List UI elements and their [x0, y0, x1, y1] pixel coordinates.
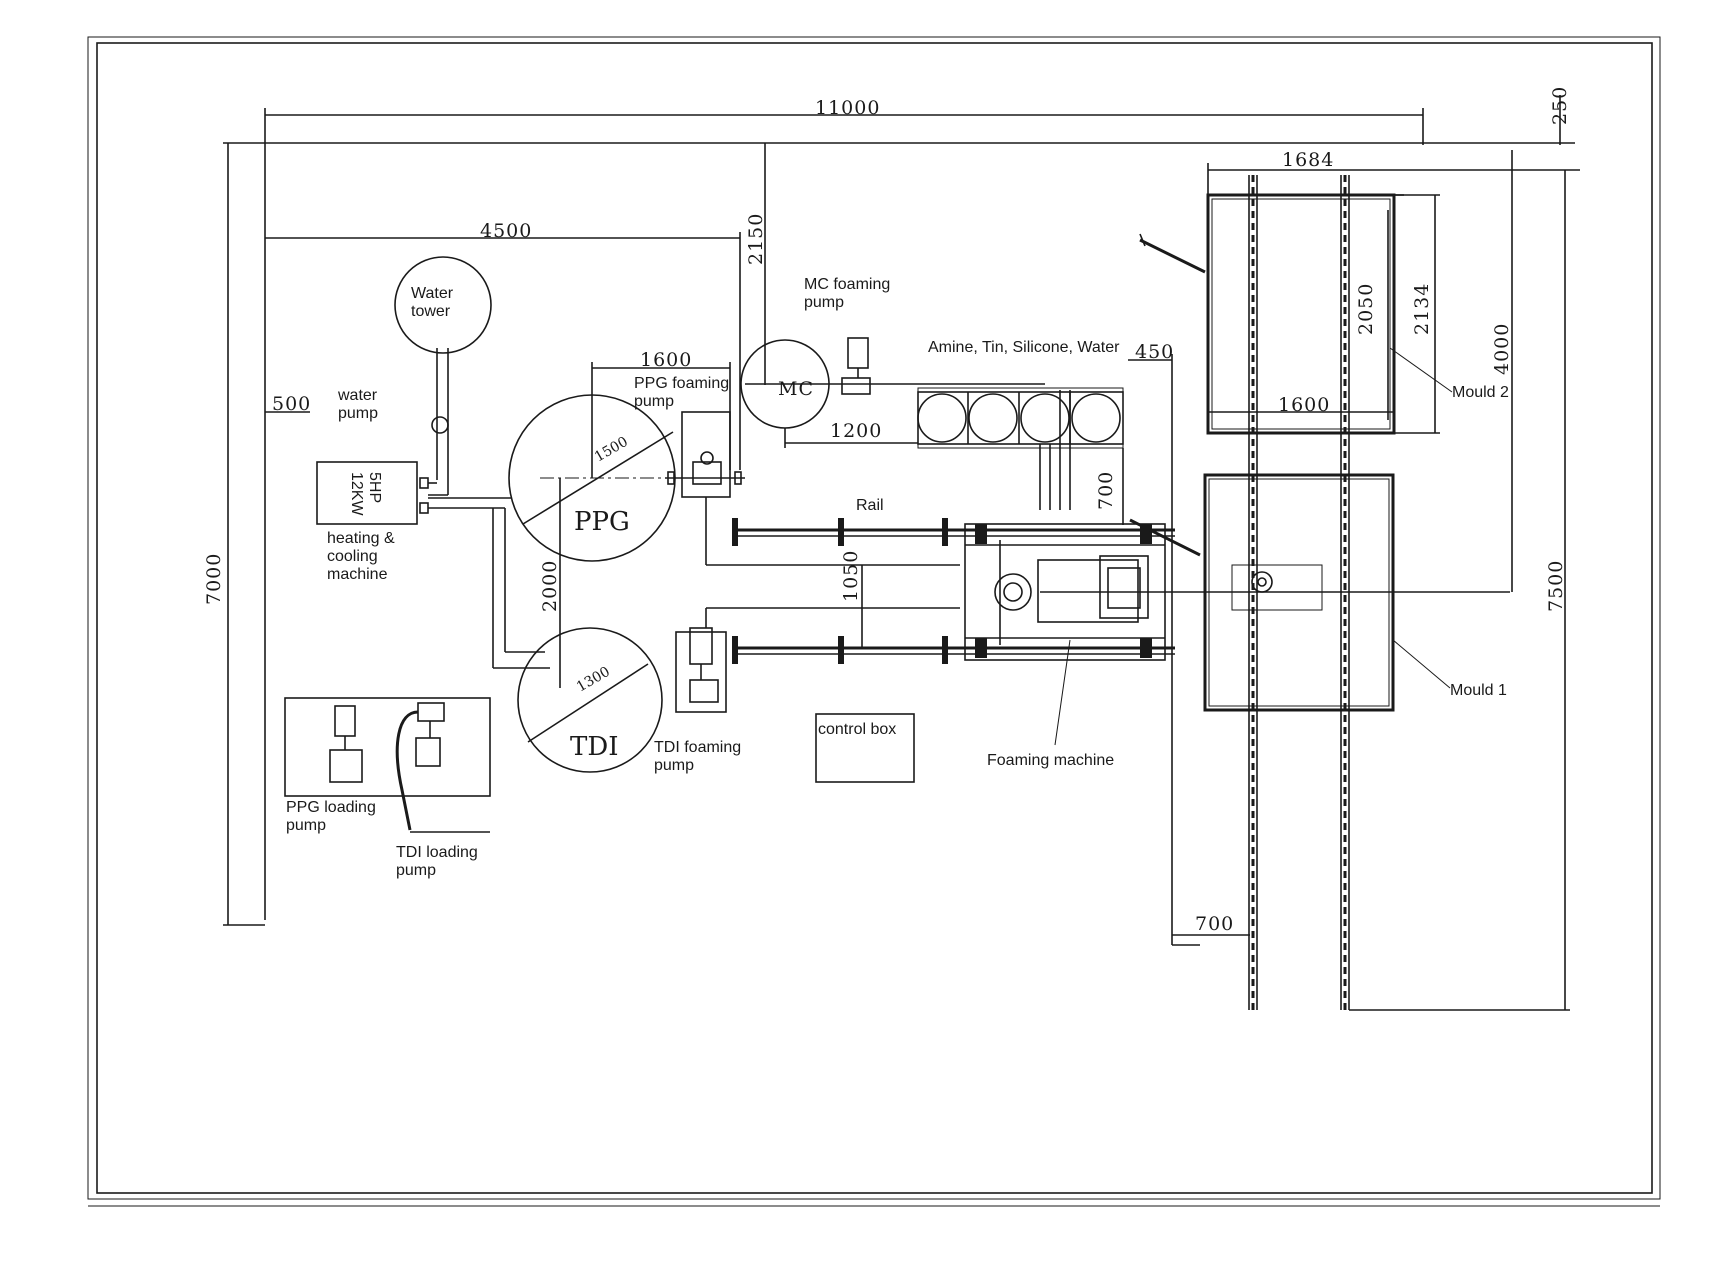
water-tower: Water tower	[394, 256, 492, 495]
dim-700-top-text: 700	[1095, 471, 1117, 510]
dimension-700-top: 700	[1095, 448, 1124, 525]
dimension-450: 450	[1128, 341, 1174, 448]
dimension-250: 250	[1549, 86, 1571, 145]
dim-1684-text: 1684	[1282, 149, 1334, 171]
foaming-machine-label: Foaming machine	[987, 752, 1114, 769]
dimension-7500: 7500	[1349, 170, 1570, 1011]
dim-250-text: 250	[1549, 86, 1571, 125]
heating-label-2: cooling	[327, 548, 378, 565]
rail: Rail	[705, 497, 1175, 664]
ppg-pump-label-1: PPG foaming	[634, 375, 729, 392]
tdi-tank-label: TDI	[570, 732, 618, 762]
mc-pump-label-2: pump	[804, 294, 844, 311]
dim-11000-text: 11000	[815, 97, 880, 119]
dim-500-text: 500	[272, 393, 311, 415]
mc-pump-label-1: MC foaming	[804, 276, 890, 293]
heating-cooling-machine: 5HP 12KW heating & cooling machine	[316, 461, 512, 583]
loading-pumps-box: PPG loading pump TDI loading pump	[284, 697, 491, 879]
water-pump-label-2: pump	[338, 405, 378, 422]
ppg-loading-label-2: pump	[286, 817, 326, 834]
dimension-1200: 1200	[784, 420, 918, 448]
additive-tanks: Amine, Tin, Silicone, Water	[917, 339, 1124, 510]
dim-7000-text: 7000	[203, 553, 225, 605]
dim-4500-text: 4500	[480, 220, 532, 242]
dim-1200-text: 1200	[830, 420, 882, 442]
water-pump-label-1: water	[337, 387, 378, 404]
tdi-loading-label-2: pump	[396, 862, 436, 879]
dimension-2150: 2150	[745, 143, 767, 385]
dim-7500-text: 7500	[1545, 560, 1567, 612]
tdi-pump-label-1: TDI foaming	[654, 739, 741, 756]
rail-label: Rail	[856, 497, 884, 514]
dim-4000-text: 4000	[1491, 323, 1513, 375]
dim-450-text: 450	[1135, 341, 1174, 363]
dimension-4500: 4500	[265, 220, 741, 470]
dim-1600-mould-text: 1600	[1278, 394, 1330, 416]
heater-power-label-1: 5HP	[366, 472, 383, 503]
track-frame: 700	[1139, 233, 1250, 946]
dimension-7000: 7000	[203, 142, 1575, 926]
dim-2150-text: 2150	[745, 213, 767, 265]
dimension-1600-mould: 1600	[1208, 394, 1394, 416]
control-box: control box	[815, 713, 915, 783]
ppg-pump-label-2: pump	[634, 393, 674, 410]
ppg-loading-label-1: PPG loading	[286, 799, 376, 816]
dimension-11000: 11000	[264, 97, 1424, 920]
dimension-1050: 1050	[840, 550, 863, 648]
control-box-label: control box	[818, 721, 896, 738]
drawing-frame	[87, 36, 1661, 1207]
heating-label-1: heating &	[327, 530, 395, 547]
mould-1: Mould 1	[1203, 473, 1507, 712]
heater-power-label-2: 12KW	[348, 472, 365, 516]
dimension-2000: 2000	[539, 478, 561, 688]
water-tower-label-2: tower	[411, 303, 451, 320]
mould-1-label: Mould 1	[1450, 682, 1507, 699]
foaming-machine: Foaming machine	[964, 518, 1510, 769]
mc-tank-label: MC	[778, 378, 814, 400]
tdi-tank: TDI 1300	[517, 627, 663, 773]
dim-700-bottom-text: 700	[1195, 913, 1234, 935]
mould-tracks	[1248, 175, 1350, 1010]
ppg-foaming-pump: PPG foaming pump	[634, 375, 745, 498]
mc-foaming-pump: MC foaming pump	[804, 276, 890, 395]
heating-label-3: machine	[327, 566, 388, 583]
heating-pipes	[492, 508, 550, 669]
dim-2134-text: 2134	[1411, 283, 1433, 335]
dim-2050-text: 2050	[1355, 283, 1377, 335]
dimension-500: 500	[265, 393, 311, 415]
dim-1050-text: 1050	[840, 550, 862, 602]
tdi-foaming-pump: TDI foaming pump	[654, 607, 960, 774]
ppg-tank-label: PPG	[574, 507, 630, 537]
mould-2-label: Mould 2	[1452, 384, 1509, 401]
dim-2000-text: 2000	[539, 560, 561, 612]
dim-1600-text: 1600	[640, 349, 692, 371]
mould-2: Mould 2	[1206, 193, 1509, 435]
dimension-2134: 2134	[1394, 194, 1440, 434]
water-pump: water pump	[337, 387, 449, 434]
tdi-pump-label-2: pump	[654, 757, 694, 774]
additives-label: Amine, Tin, Silicone, Water	[928, 339, 1120, 356]
dimension-4000: 4000	[1491, 150, 1513, 592]
dimension-1684: 1684	[1207, 149, 1580, 195]
water-tower-label-1: Water	[411, 285, 454, 302]
tdi-loading-label-1: TDI loading	[396, 844, 478, 861]
dimension-2050: 2050	[1355, 210, 1389, 420]
dimension-1600: 1600	[591, 349, 731, 478]
